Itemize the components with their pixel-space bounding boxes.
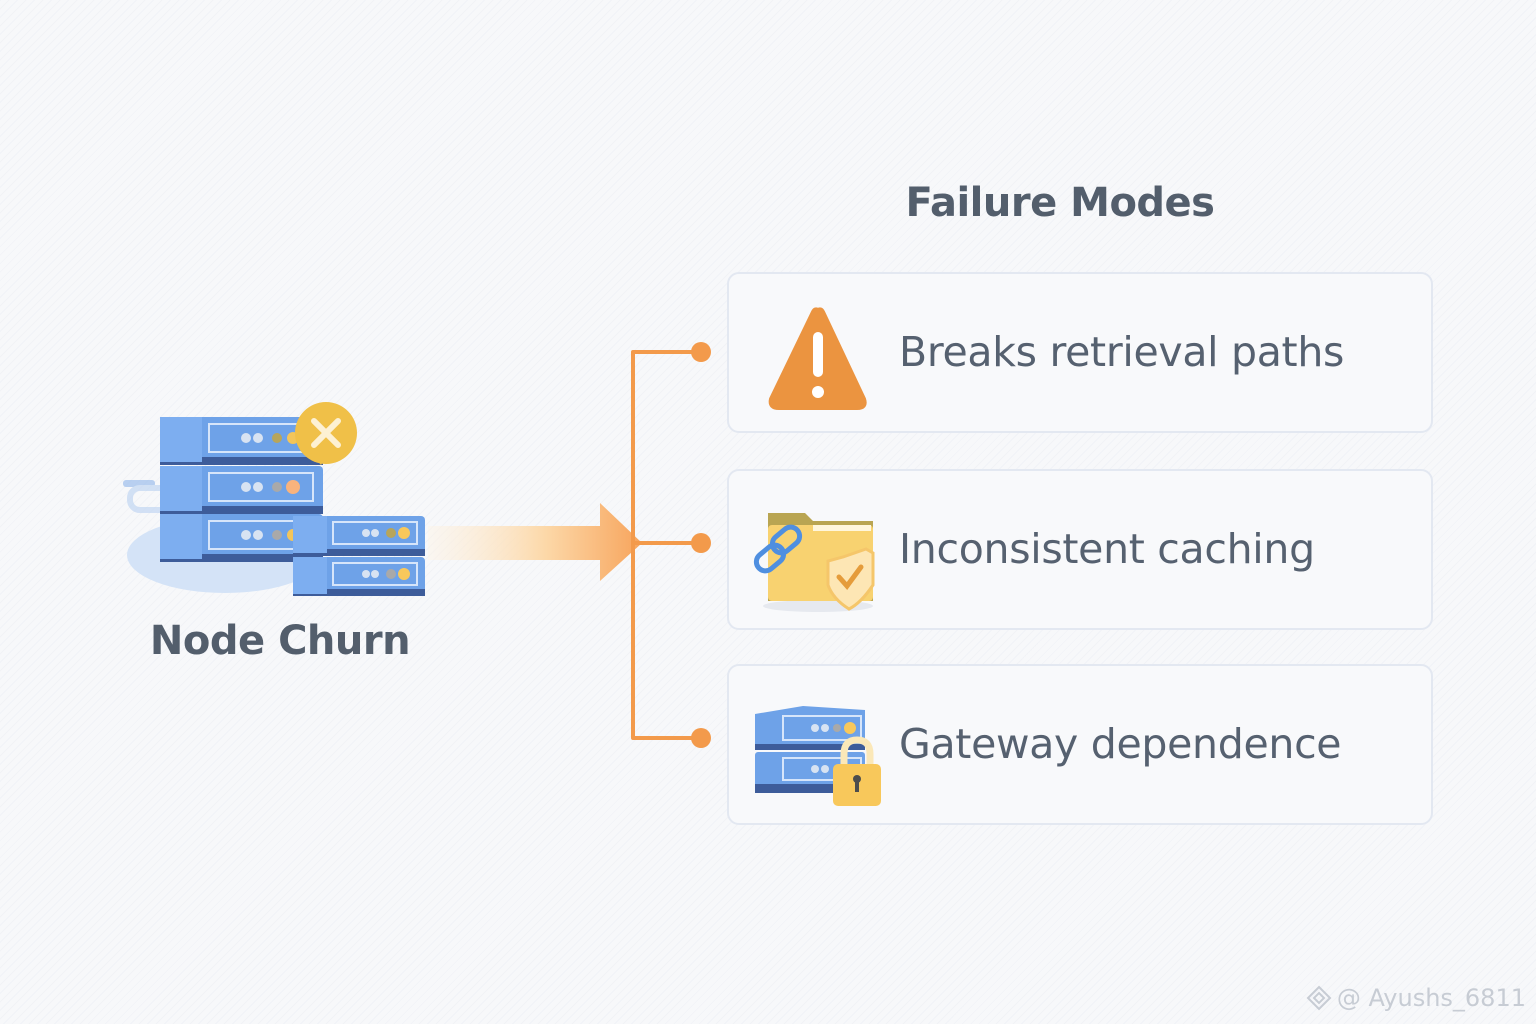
- branch-node-dot: [691, 728, 711, 748]
- server-unit-small: [293, 557, 425, 596]
- failure-mode-card: Inconsistent caching: [727, 469, 1433, 630]
- failure-mode-card: Breaks retrieval paths: [727, 272, 1433, 433]
- flow-arrow-icon: [428, 503, 642, 581]
- watermark-text: @ Ayushs_6811: [1336, 984, 1526, 1012]
- diamond-logo-icon: [1306, 985, 1332, 1011]
- failure-mode-card: Gateway dependence: [727, 664, 1433, 825]
- server-stack-with-x-icon: [123, 402, 425, 596]
- failure-mode-label: Inconsistent caching: [899, 524, 1315, 573]
- connector: [420, 330, 730, 760]
- server-unit: [160, 514, 323, 562]
- folder-chain-shield-icon: [743, 491, 893, 616]
- diagram-title: Failure Modes: [905, 180, 1215, 226]
- server-unit-small: [293, 516, 425, 556]
- warning-triangle-icon: [743, 294, 893, 419]
- connector-graphic: [428, 342, 711, 748]
- branch-lines: [631, 350, 700, 740]
- error-x-badge-icon: [295, 402, 357, 465]
- server-unit: [160, 466, 323, 514]
- failure-mode-label: Breaks retrieval paths: [899, 327, 1345, 376]
- source-node-label: Node Churn: [149, 618, 411, 664]
- watermark: @ Ayushs_6811: [1305, 984, 1526, 1012]
- failure-mode-label: Gateway dependence: [899, 719, 1342, 768]
- branch-node-dot: [691, 342, 711, 362]
- branch-node-dot: [691, 533, 711, 553]
- server-lock-icon: [743, 686, 893, 811]
- node-churn-illustration: [115, 395, 435, 605]
